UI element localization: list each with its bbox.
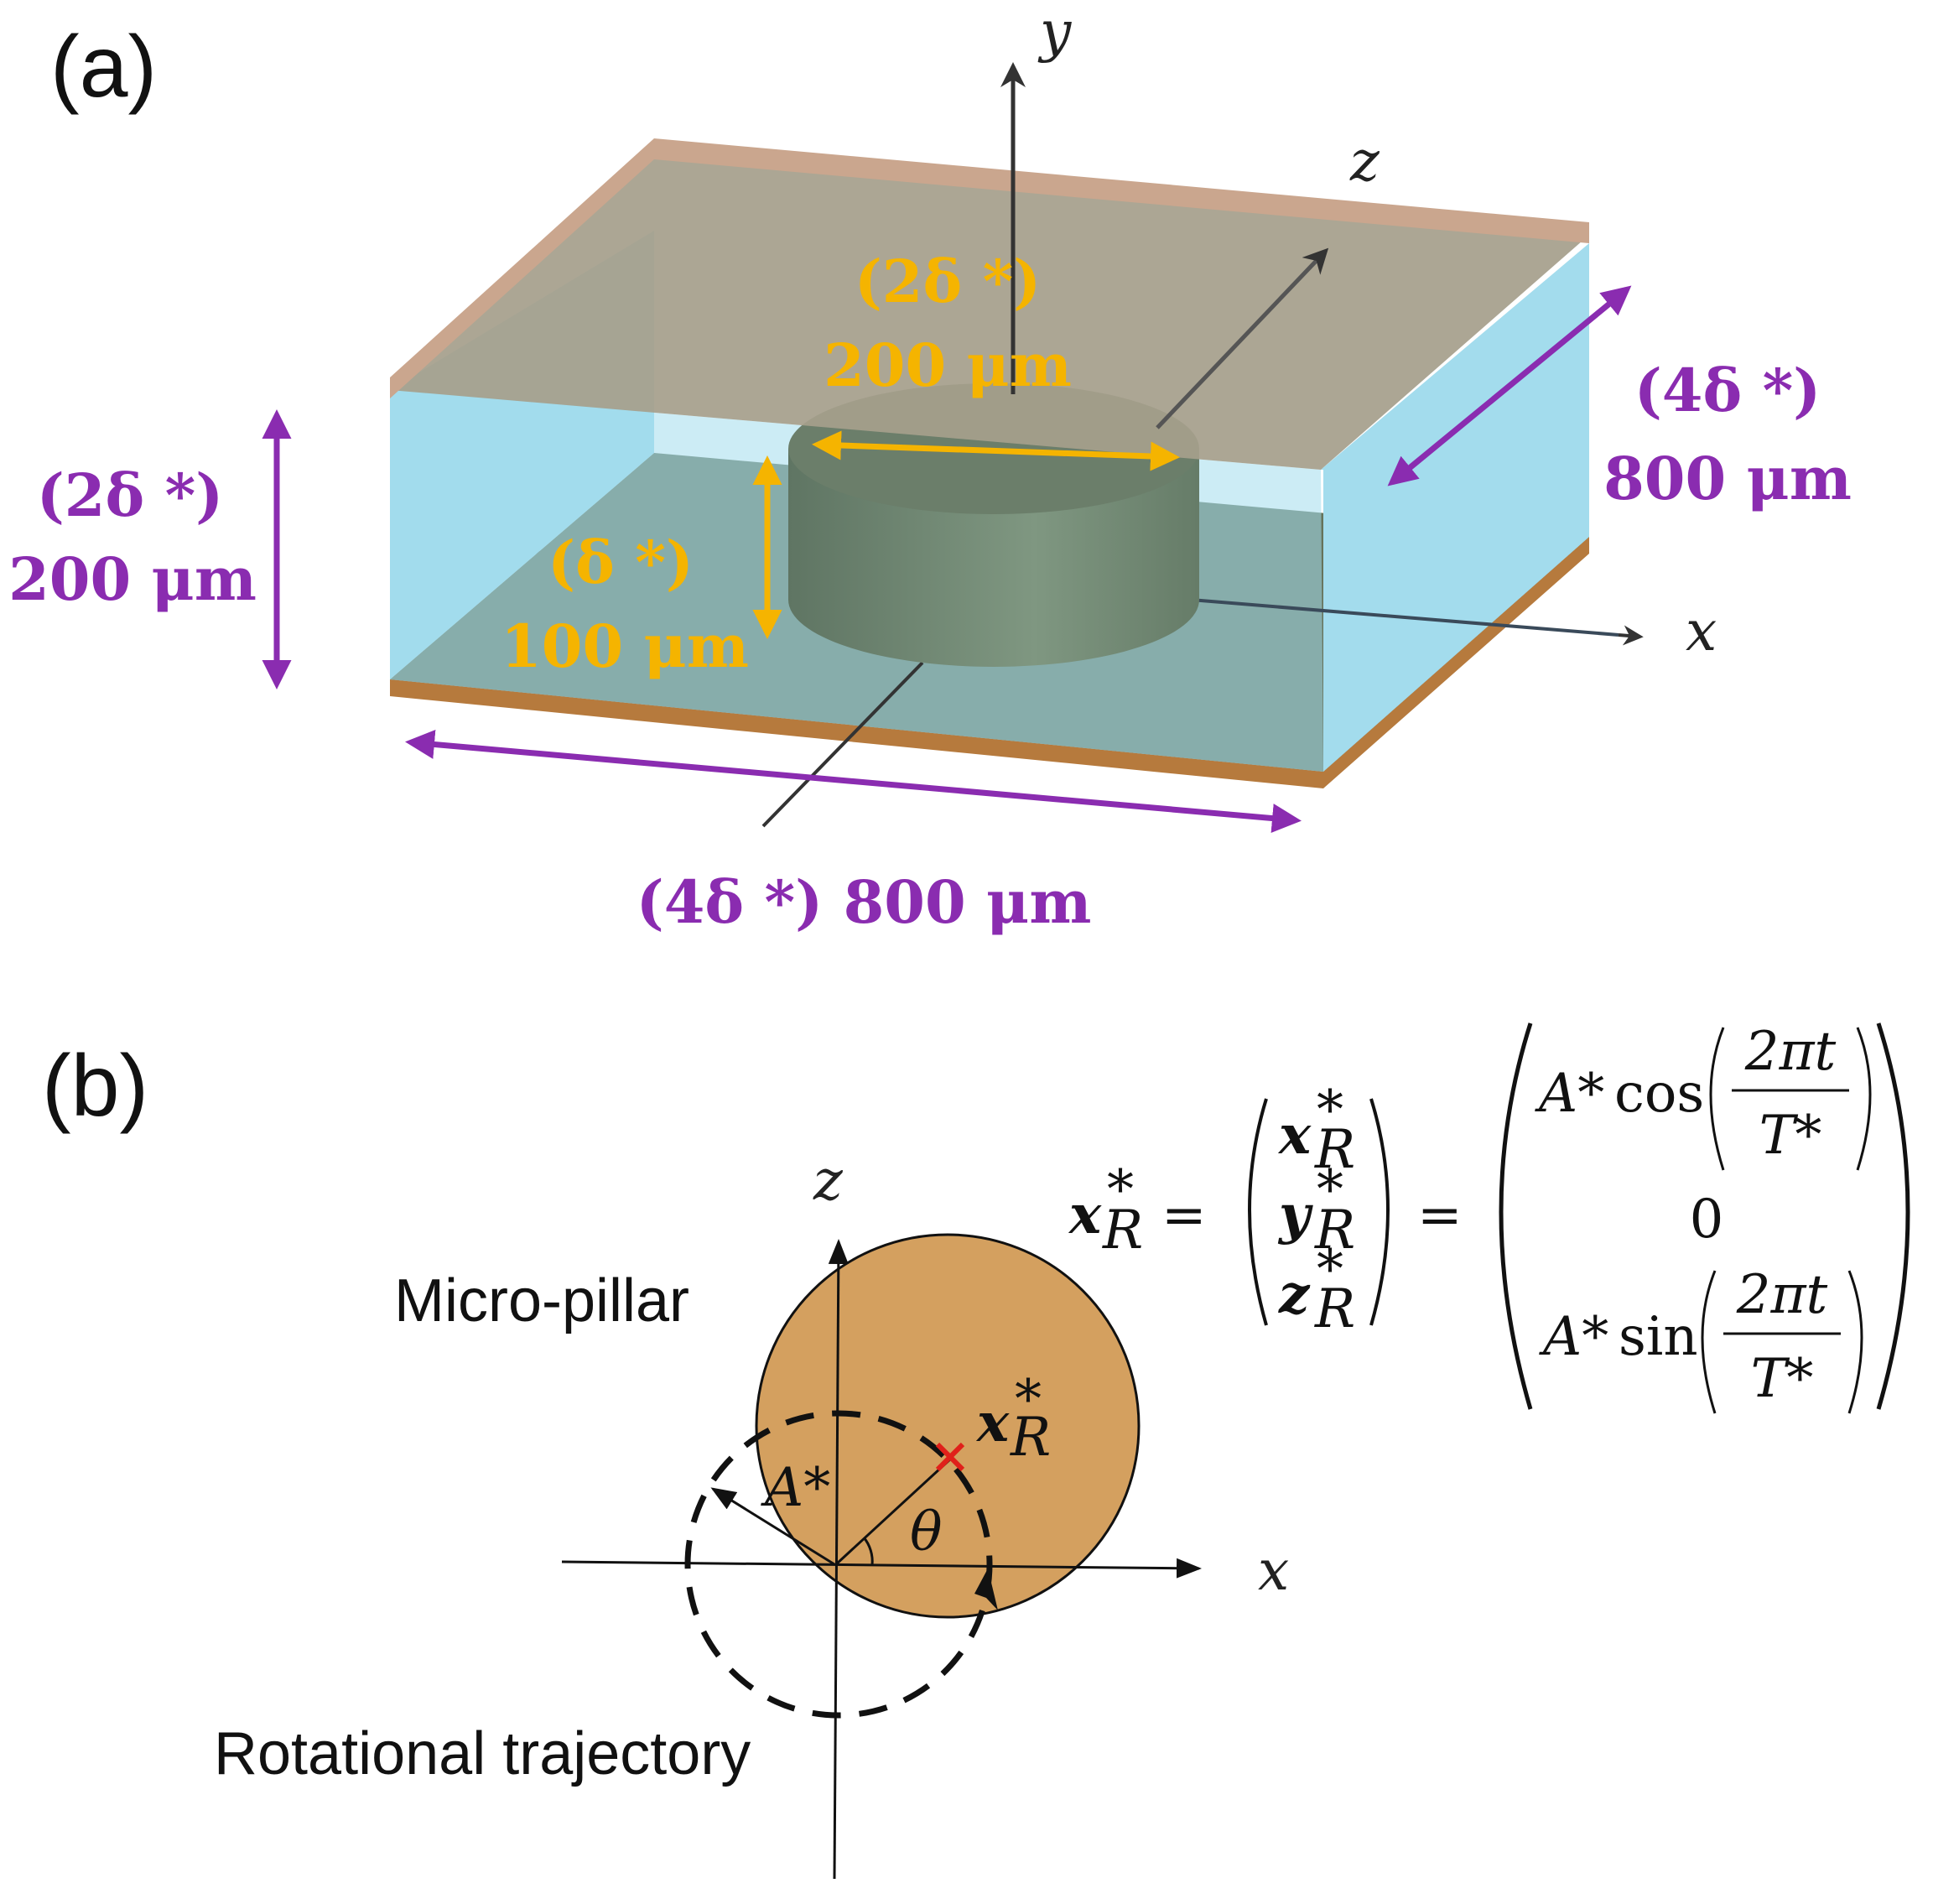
equation: x * R = x * R y * R z * R = A* cos 2πt T… xyxy=(1068,1021,1910,1414)
matrix-right-paren xyxy=(1876,1022,1910,1410)
point-label: x * R xyxy=(975,1369,1051,1469)
radius-label: A* xyxy=(761,1457,830,1519)
micro-pillar-circle xyxy=(755,1233,1141,1619)
width-x-label: (4δ *) 800 μm xyxy=(637,867,1092,937)
radius-arrow xyxy=(710,1487,835,1566)
svg-text:R: R xyxy=(1314,1119,1355,1181)
panel-a-label: (a) xyxy=(50,18,157,116)
trajectory-arrowhead xyxy=(974,1568,998,1610)
svg-text:A*: A* xyxy=(1535,1063,1604,1125)
svg-text:A*: A* xyxy=(1539,1306,1608,1368)
svg-text:cos: cos xyxy=(1614,1063,1704,1125)
eq-equals-1: = xyxy=(1161,1184,1207,1246)
svg-text:*: * xyxy=(1317,1079,1343,1142)
z-axis-label: z xyxy=(1349,129,1380,194)
matrix-left-paren xyxy=(1499,1022,1533,1410)
angle-arc xyxy=(862,1537,874,1566)
depth-z-arrow xyxy=(1387,285,1632,486)
x-axis-arrow xyxy=(1618,625,1644,646)
b-z-axis xyxy=(828,1239,849,1880)
svg-text:*: * xyxy=(1015,1369,1042,1431)
micro-pillar-label: Micro-pillar xyxy=(394,1267,689,1334)
panel-b-label: (b) xyxy=(42,1038,148,1135)
b-x-axis xyxy=(561,1558,1202,1579)
height-symbol: (2δ *) xyxy=(37,460,224,530)
svg-text:2πt: 2πt xyxy=(1736,1264,1828,1326)
vector-left-paren xyxy=(1248,1098,1268,1326)
x-axis-label: x xyxy=(1686,599,1717,663)
svg-text:T*: T* xyxy=(1759,1105,1822,1167)
svg-text:*: * xyxy=(1317,1239,1343,1301)
svg-text:*: * xyxy=(1317,1159,1343,1221)
bottom-plate-edge xyxy=(390,537,1589,788)
rotational-trajectory xyxy=(684,1410,993,1719)
pillar-height-value: 100 μm xyxy=(501,611,749,681)
svg-text:sin: sin xyxy=(1619,1306,1698,1368)
svg-text:x: x xyxy=(975,1392,1010,1454)
y-axis-label: y xyxy=(1037,0,1072,64)
vec-z: z xyxy=(1278,1263,1311,1326)
width-x-arrow xyxy=(405,730,1302,833)
depth-z-symbol: (4δ *) xyxy=(1634,356,1821,425)
eq-equals-2: = xyxy=(1417,1184,1463,1246)
pillar-diameter-value: 200 μm xyxy=(824,330,1072,400)
svg-text:2πt: 2πt xyxy=(1744,1021,1837,1083)
svg-text:T*: T* xyxy=(1751,1348,1814,1410)
height-value: 200 μm xyxy=(8,544,257,614)
position-marker xyxy=(935,1442,965,1472)
svg-text:R: R xyxy=(1314,1278,1355,1340)
radius-line xyxy=(834,1456,954,1566)
pillar-diameter-arrow xyxy=(812,430,1180,471)
vec-x: x xyxy=(1277,1104,1312,1167)
x-axis-line xyxy=(1190,598,1619,637)
svg-text:R: R xyxy=(1314,1199,1355,1262)
b-x-axis-label: x xyxy=(1258,1538,1289,1603)
svg-text:R: R xyxy=(1010,1407,1051,1469)
depth-z-value: 800 μm xyxy=(1603,444,1852,513)
b-z-axis-label: z xyxy=(813,1148,844,1213)
pillar-height-symbol: (δ *) xyxy=(548,528,694,597)
eq-lhs: x xyxy=(1068,1183,1102,1246)
svg-text:0: 0 xyxy=(1690,1189,1724,1251)
z-axis xyxy=(1156,247,1329,429)
vec-y: y xyxy=(1277,1183,1313,1246)
pillar-diameter-symbol: (2δ *) xyxy=(855,247,1042,316)
svg-text:*: * xyxy=(1107,1159,1134,1221)
vector-right-paren xyxy=(1369,1098,1390,1326)
trajectory-label: Rotational trajectory xyxy=(214,1720,751,1787)
svg-text:R: R xyxy=(1102,1199,1143,1262)
angle-label: θ xyxy=(910,1501,943,1563)
top-plate xyxy=(390,151,1589,470)
top-plate-edge xyxy=(390,138,1589,398)
